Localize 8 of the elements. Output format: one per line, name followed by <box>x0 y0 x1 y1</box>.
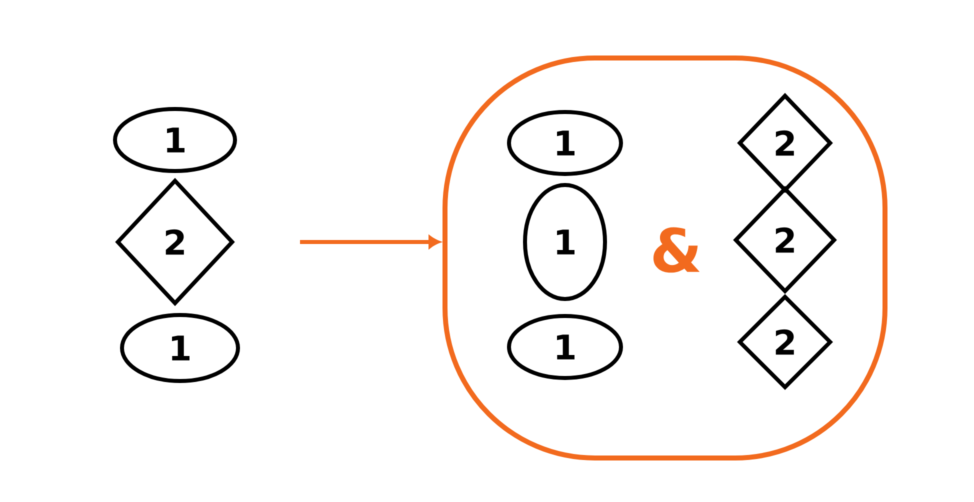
oval-node: 1 <box>507 110 623 176</box>
oval-node: 1 <box>523 183 607 301</box>
ampersand-label: & <box>653 227 700 273</box>
oval-node: 1 <box>113 107 237 173</box>
arrow <box>300 236 440 248</box>
oval-node: 1 <box>507 314 623 380</box>
group-outline <box>442 56 888 460</box>
oval-node: 1 <box>120 313 240 383</box>
